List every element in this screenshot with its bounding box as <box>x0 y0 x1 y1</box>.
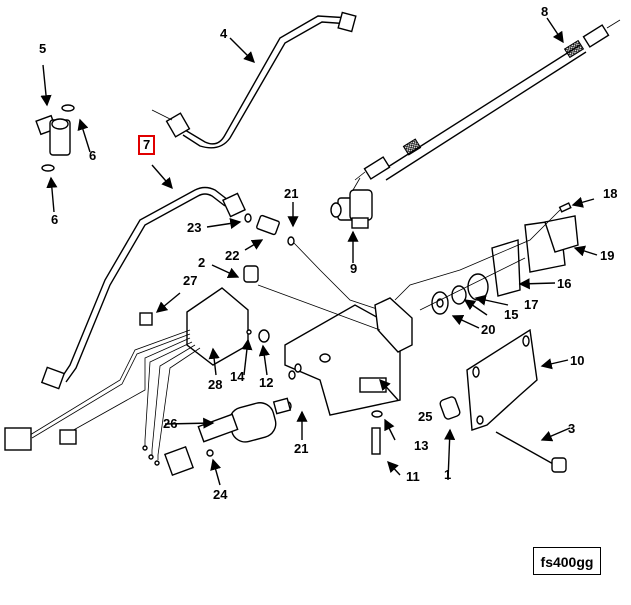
fuel-line-4 <box>151 11 357 149</box>
figure-id-label: fs400gg <box>533 547 601 575</box>
callout-26[interactable]: 26 <box>163 416 178 431</box>
callout-6-lower[interactable]: 6 <box>51 212 59 227</box>
callout-18[interactable]: 18 <box>603 186 618 201</box>
cover-assembly <box>394 202 579 315</box>
washer-screw-13-11 <box>371 410 383 455</box>
callout-arrows <box>40 17 598 486</box>
solenoid-26 <box>164 397 292 476</box>
callout-9[interactable]: 9 <box>350 261 358 276</box>
callout-25[interactable]: 25 <box>418 409 433 424</box>
callout-23[interactable]: 23 <box>187 220 202 235</box>
housing-25 <box>284 297 413 416</box>
callout-20[interactable]: 20 <box>481 322 496 337</box>
callout-2[interactable]: 2 <box>198 255 206 270</box>
callout-19[interactable]: 19 <box>600 248 615 263</box>
callout-15[interactable]: 15 <box>504 307 519 322</box>
callout-14[interactable]: 14 <box>230 369 245 384</box>
callout-13[interactable]: 13 <box>414 438 429 453</box>
fitting-5 <box>35 104 75 172</box>
relay-28 <box>139 287 270 366</box>
callout-17[interactable]: 17 <box>524 297 539 312</box>
callout-1[interactable]: 1 <box>444 467 452 482</box>
elbow-fitting-9 <box>330 177 373 229</box>
callout-28[interactable]: 28 <box>208 377 223 392</box>
callout-16[interactable]: 16 <box>557 276 572 291</box>
bracket-10 <box>439 328 567 473</box>
callout-6-upper[interactable]: 6 <box>89 148 97 163</box>
callout-7-highlighted[interactable]: 7 <box>138 135 156 155</box>
fuel-line-7 <box>40 186 246 390</box>
callout-12[interactable]: 12 <box>259 375 274 390</box>
callout-5[interactable]: 5 <box>39 41 47 56</box>
callout-4[interactable]: 4 <box>220 26 228 41</box>
callout-3[interactable]: 3 <box>568 421 576 436</box>
callout-11[interactable]: 11 <box>406 469 420 484</box>
callout-24[interactable]: 24 <box>213 487 228 502</box>
harness-wires <box>4 329 201 466</box>
callout-21-lower[interactable]: 21 <box>294 441 309 456</box>
bolt-2 <box>243 265 381 331</box>
hose-8 <box>354 19 621 181</box>
callout-27[interactable]: 27 <box>183 273 198 288</box>
fittings-21-22-23 <box>244 213 381 311</box>
callout-22[interactable]: 22 <box>225 248 240 263</box>
callout-10[interactable]: 10 <box>570 353 585 368</box>
callout-8[interactable]: 8 <box>541 4 549 19</box>
callout-21-upper[interactable]: 21 <box>284 186 299 201</box>
